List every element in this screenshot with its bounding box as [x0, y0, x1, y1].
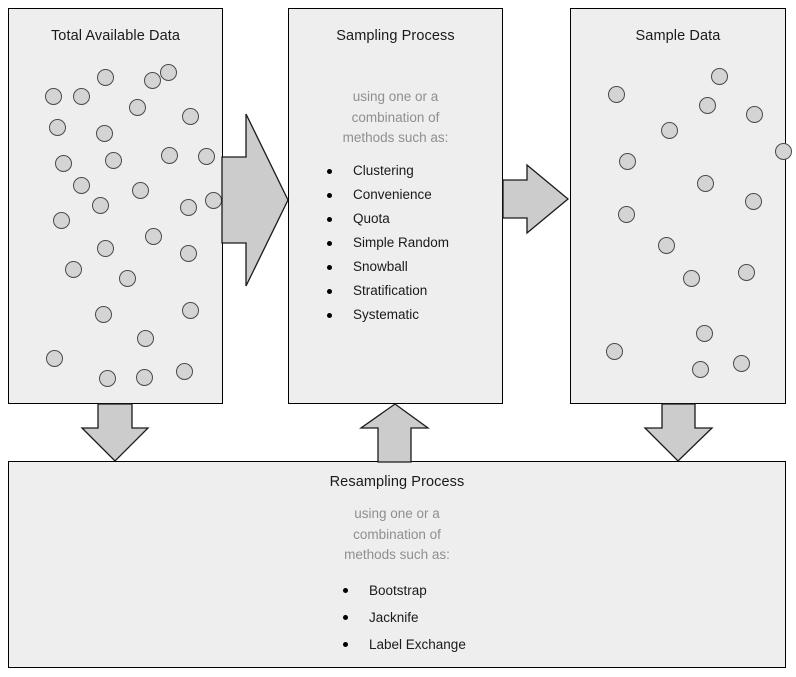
sample-data-point-dot: [658, 237, 675, 254]
resampling-process-intro: using one or a combination of methods su…: [9, 504, 785, 566]
sampling-process-box: Sampling Process using one or a combinat…: [288, 8, 503, 404]
total-data-point-dot: [73, 88, 90, 105]
sample-data-point-dot: [733, 355, 750, 372]
total-data-point-dot: [53, 212, 70, 229]
sampling-method-item: Snowball: [325, 255, 449, 279]
total-data-point-dot: [205, 192, 222, 209]
sampling-intro-line-1: using one or a: [352, 89, 439, 104]
resampling-method-item: Jacknife: [341, 604, 466, 631]
total-data-point-dot: [144, 72, 161, 89]
total-data-point-dot: [99, 370, 116, 387]
total-available-data-box: Total Available Data: [8, 8, 223, 404]
total-data-point-dot: [55, 155, 72, 172]
sampling-process-intro: using one or a combination of methods su…: [289, 87, 502, 149]
resampling-intro-line-2: combination of: [353, 526, 441, 542]
sample-data-point-dot: [711, 68, 728, 85]
sample-data-point-dot: [692, 361, 709, 378]
sample-data-point-dot: [619, 153, 636, 170]
resampling-process-title: Resampling Process: [329, 474, 465, 490]
sample-data-point-dot: [696, 325, 713, 342]
total-data-point-dot: [97, 240, 114, 257]
sample-data-point-dot: [608, 86, 625, 103]
sample-data-point-dot: [697, 175, 714, 192]
total-data-point-dot: [198, 148, 215, 165]
total-data-point-dot: [96, 125, 113, 142]
total-data-point-dot: [46, 350, 63, 367]
resampling-intro-line-1: using one or a: [354, 506, 440, 521]
arrow-sampling-to-sample-icon: [502, 163, 570, 235]
sample-data-point-dot: [746, 106, 763, 123]
sampling-process-title: Sampling Process: [336, 28, 455, 44]
resampling-intro-line-3: methods such as:: [344, 547, 450, 562]
arrow-resampling-to-sampling-icon: [358, 403, 430, 463]
total-data-point-dot: [65, 261, 82, 278]
total-data-point-dot: [45, 88, 62, 105]
total-data-point-dot: [136, 369, 153, 386]
total-data-point-dot: [160, 64, 177, 81]
total-available-data-title: Total Available Data: [50, 28, 181, 44]
resampling-process-box: Resampling Process using one or a combin…: [8, 461, 786, 668]
total-data-point-dot: [129, 99, 146, 116]
total-data-point-dot: [73, 177, 90, 194]
total-data-point-dot: [182, 302, 199, 319]
sample-data-box: Sample Data: [570, 8, 792, 404]
sampling-method-item: Stratification: [325, 279, 449, 303]
total-data-point-dot: [137, 330, 154, 347]
sampling-method-item: Convenience: [325, 183, 449, 207]
total-data-point-dot: [49, 119, 66, 136]
sampling-method-item: Simple Random: [325, 231, 449, 255]
total-data-point-dot: [176, 363, 193, 380]
resampling-method-item: Label Exchange: [341, 631, 466, 658]
resampling-method-item: Bootstrap: [341, 577, 466, 604]
arrow-total-to-sampling-icon: [221, 113, 289, 287]
sample-data-point-dot: [775, 143, 792, 160]
total-data-point-dot: [180, 245, 197, 262]
sample-data-point-dot: [618, 206, 635, 223]
total-data-point-dot: [161, 147, 178, 164]
sample-data-point-dot: [738, 264, 755, 281]
total-data-point-dot: [119, 270, 136, 287]
total-data-point-dot: [180, 199, 197, 216]
sample-data-point-dot: [699, 97, 716, 114]
sampling-intro-line-3: methods such as:: [342, 130, 449, 145]
sampling-method-item: Systematic: [325, 303, 449, 327]
total-data-point-dot: [95, 306, 112, 323]
sampling-method-item: Quota: [325, 207, 449, 231]
total-data-point-dot: [92, 197, 109, 214]
sample-data-point-dot: [683, 270, 700, 287]
total-data-point-dot: [105, 152, 122, 169]
total-data-point-dot: [145, 228, 162, 245]
sample-data-point-dot: [606, 343, 623, 360]
arrow-sample-to-resampling-icon: [643, 403, 714, 462]
sampling-method-item: Clustering: [325, 159, 449, 183]
sample-data-title: Sample Data: [635, 28, 721, 44]
total-data-point-dot: [132, 182, 149, 199]
sample-data-point-dot: [661, 122, 678, 139]
sample-data-point-dot: [745, 193, 762, 210]
sampling-intro-line-2: combination of: [351, 109, 440, 125]
total-data-point-dot: [97, 69, 114, 86]
arrow-total-to-resampling-icon: [80, 403, 150, 462]
total-data-point-dot: [182, 108, 199, 125]
